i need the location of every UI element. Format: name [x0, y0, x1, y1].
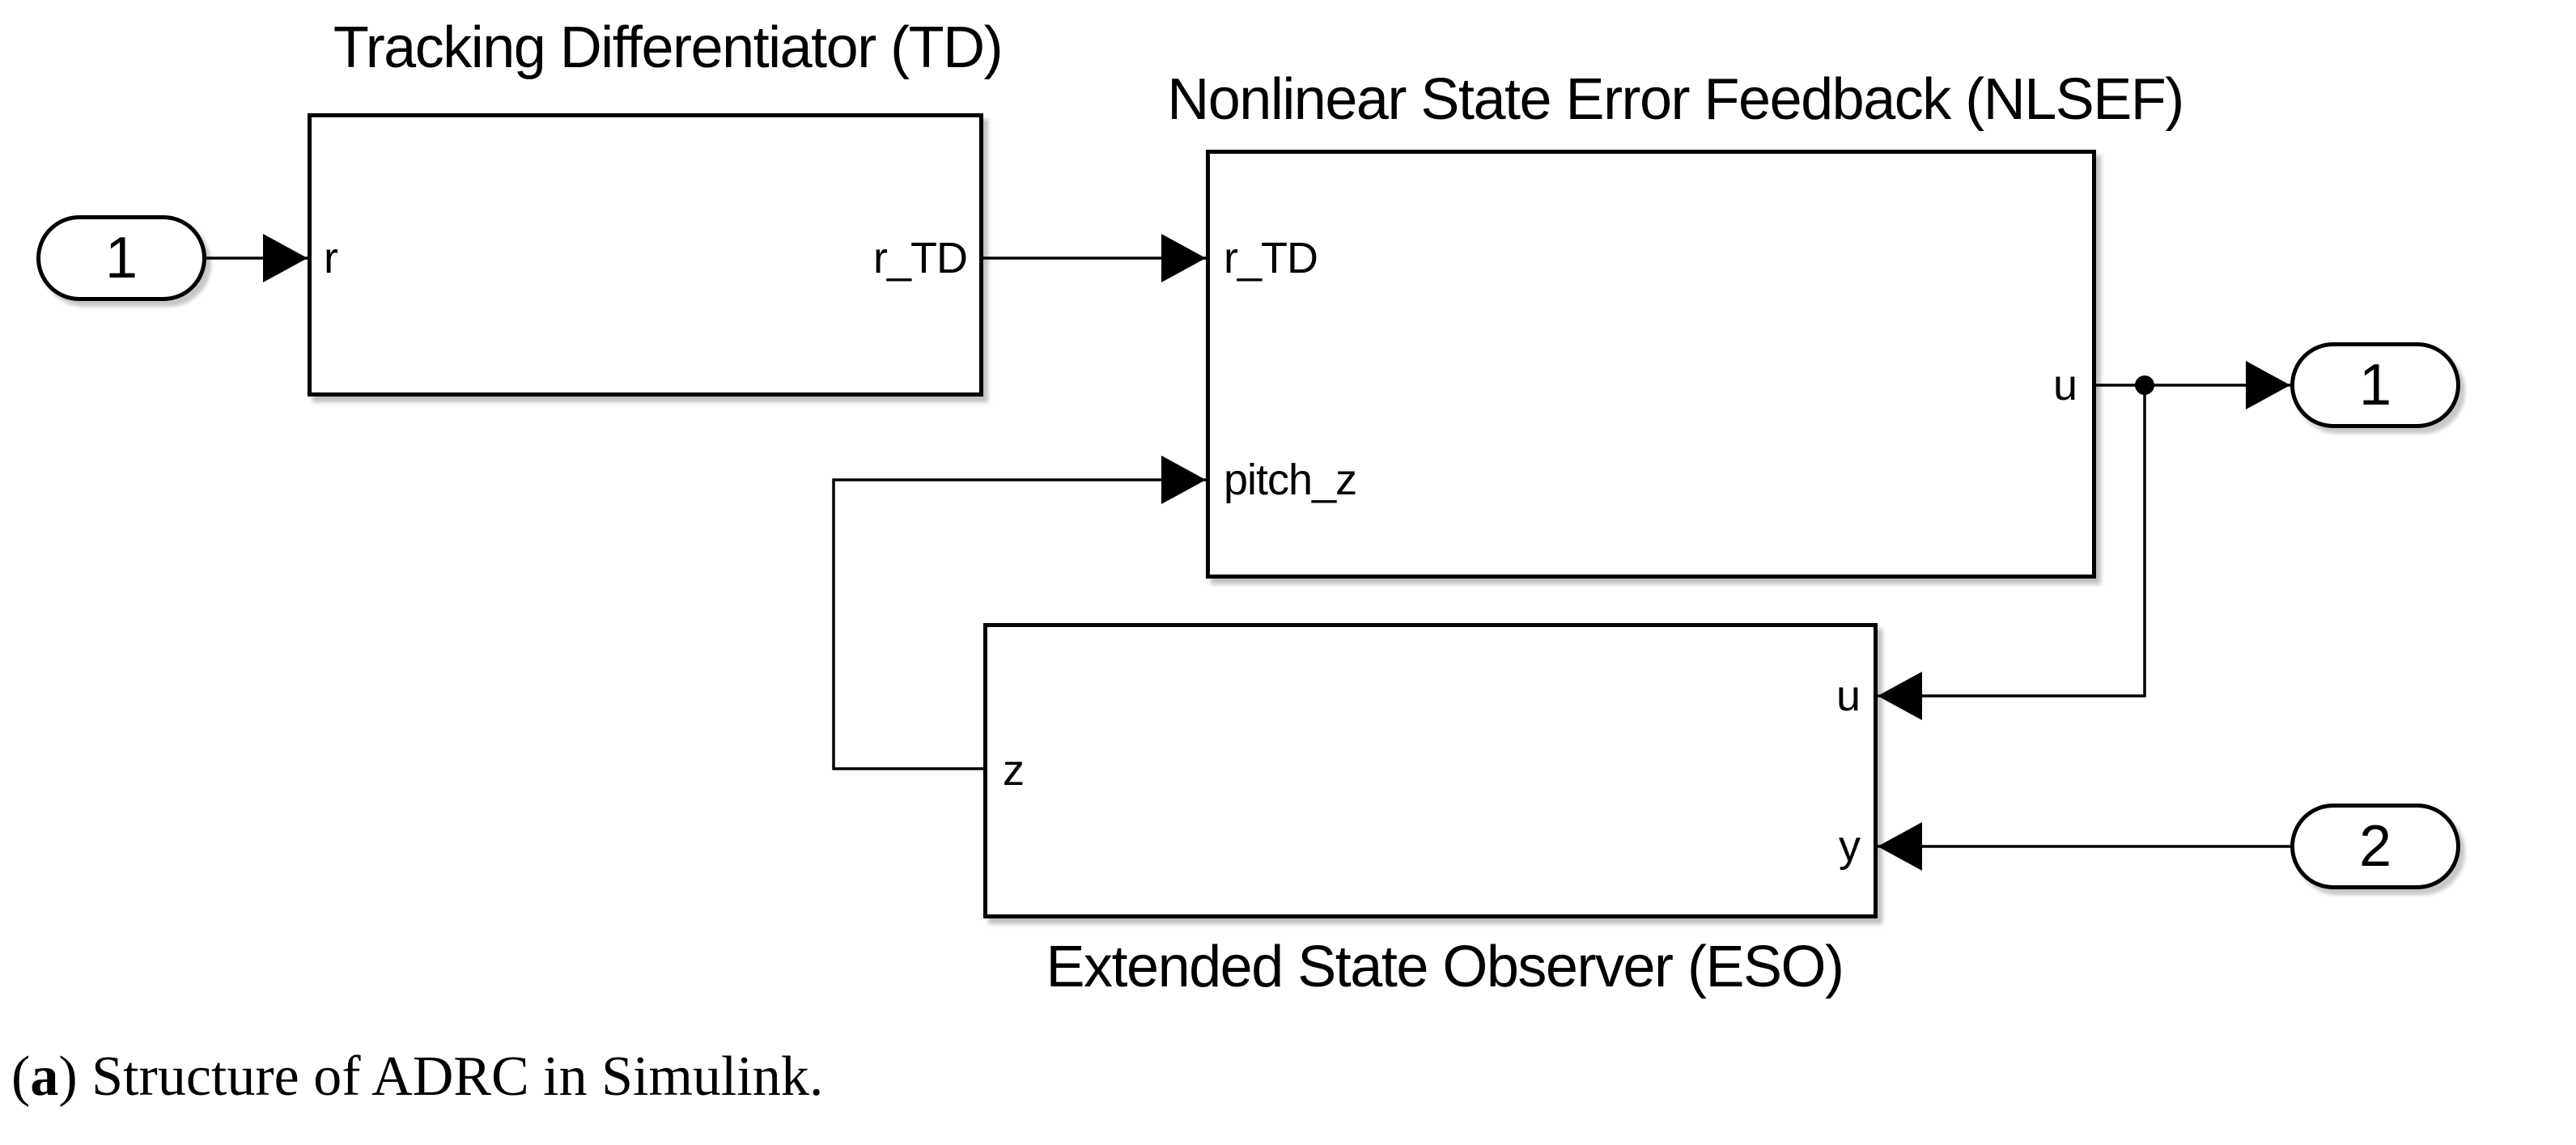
nlsef-output-port-label-u: u — [2052, 361, 2077, 409]
arrowhead-eso-y — [1878, 822, 1922, 871]
figure-caption: (a) Structure of ADRC in Simulink. — [11, 1045, 823, 1108]
nlsef-block-title: Nonlinear State Error Feedback (NLSEF) — [1167, 67, 2184, 132]
arrowhead-outport1 — [2246, 361, 2290, 409]
eso-input-port-label-y: y — [1839, 822, 1861, 871]
wire-u-branch-to-eso — [1878, 385, 2146, 698]
td-subsystem-block — [308, 113, 983, 397]
eso-subsystem-block — [983, 623, 1878, 918]
td-block-title: Tracking Differentiator (TD) — [333, 15, 1004, 80]
caption-text: ) Structure of ADRC in Simulink. — [58, 1045, 824, 1108]
arrowhead-eso-u — [1878, 672, 1922, 720]
td-output-port-label-r-td: r_TD — [873, 234, 968, 282]
inport-1-block: 1 — [36, 215, 206, 301]
nlsef-input-port-label-pitch-z: pitch_z — [1224, 456, 1357, 504]
nlsef-input-port-label-r-td: r_TD — [1224, 234, 1318, 282]
arrowhead-nlsef-pitchz — [1161, 456, 1206, 504]
caption-open-paren: ( — [11, 1045, 31, 1108]
nlsef-subsystem-block — [1206, 150, 2096, 579]
td-input-port-label-r: r — [324, 234, 338, 282]
eso-input-port-label-u: u — [1835, 672, 1861, 720]
caption-subfigure-letter: a — [30, 1045, 59, 1108]
arrowhead-nlsef-rtd — [1161, 234, 1206, 282]
arrowhead-td-r — [263, 234, 308, 282]
outport-1-block: 1 — [2290, 342, 2460, 428]
eso-output-port-label-z: z — [1003, 746, 1025, 795]
wire-eso-z-to-nlsef — [832, 478, 1206, 770]
inport-2-block: 2 — [2290, 804, 2460, 889]
eso-block-title: Extended State Observer (ESO) — [1046, 935, 1844, 999]
